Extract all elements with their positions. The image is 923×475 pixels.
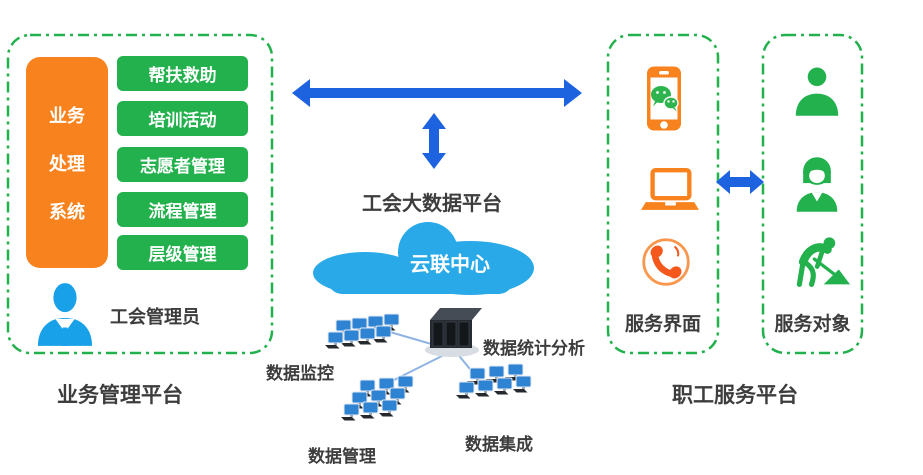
business-admin-icon <box>37 283 93 346</box>
up-down-double-arrow <box>422 113 446 169</box>
module-button-hierarchy: 层级管理 <box>117 235 248 270</box>
admin-label: 工会管理员 <box>110 307 200 327</box>
service-ui-dashed-box <box>606 33 720 355</box>
left-right-double-arrow <box>292 79 582 107</box>
service-target-label: 服务对象 <box>774 314 851 335</box>
telephone-icon <box>642 238 690 286</box>
network-integrate-label: 数据集成 <box>465 435 533 454</box>
wechat-phone-icon <box>647 66 681 131</box>
business-platform-dashed-box <box>6 33 274 355</box>
business-platform-label: 业务管理平台 <box>57 384 183 407</box>
laptop-icon <box>641 168 699 210</box>
business-process-system-box: 业务 处理 系统 <box>26 57 108 268</box>
data-network-graphic <box>324 308 532 421</box>
service-double-arrow <box>716 170 764 194</box>
network-manage-label: 数据管理 <box>308 447 376 466</box>
module-button-training: 培训活动 <box>117 101 248 136</box>
service-target-dashed-box <box>761 33 864 355</box>
system-box-line: 业务 <box>49 105 85 126</box>
network-stats-label: 数据统计分析 <box>483 339 585 358</box>
female-member-icon <box>796 157 838 212</box>
service-ui-label: 服务界面 <box>624 314 701 335</box>
module-button-aid: 帮扶救助 <box>117 56 248 91</box>
staff-platform-label: 职工服务平台 <box>672 384 798 407</box>
network-monitor-label: 数据监控 <box>266 364 334 383</box>
system-box-line: 处理 <box>49 153 85 174</box>
worker-icon <box>796 237 850 287</box>
member-icon <box>795 67 839 116</box>
center-title: 工会大数据平台 <box>362 193 502 215</box>
system-box-line: 系统 <box>49 201 85 222</box>
cloud-label: 云联中心 <box>410 254 490 276</box>
module-button-process: 流程管理 <box>117 192 248 227</box>
module-button-volunteer: 志愿者管理 <box>117 147 248 182</box>
cloud-shape <box>313 222 534 295</box>
